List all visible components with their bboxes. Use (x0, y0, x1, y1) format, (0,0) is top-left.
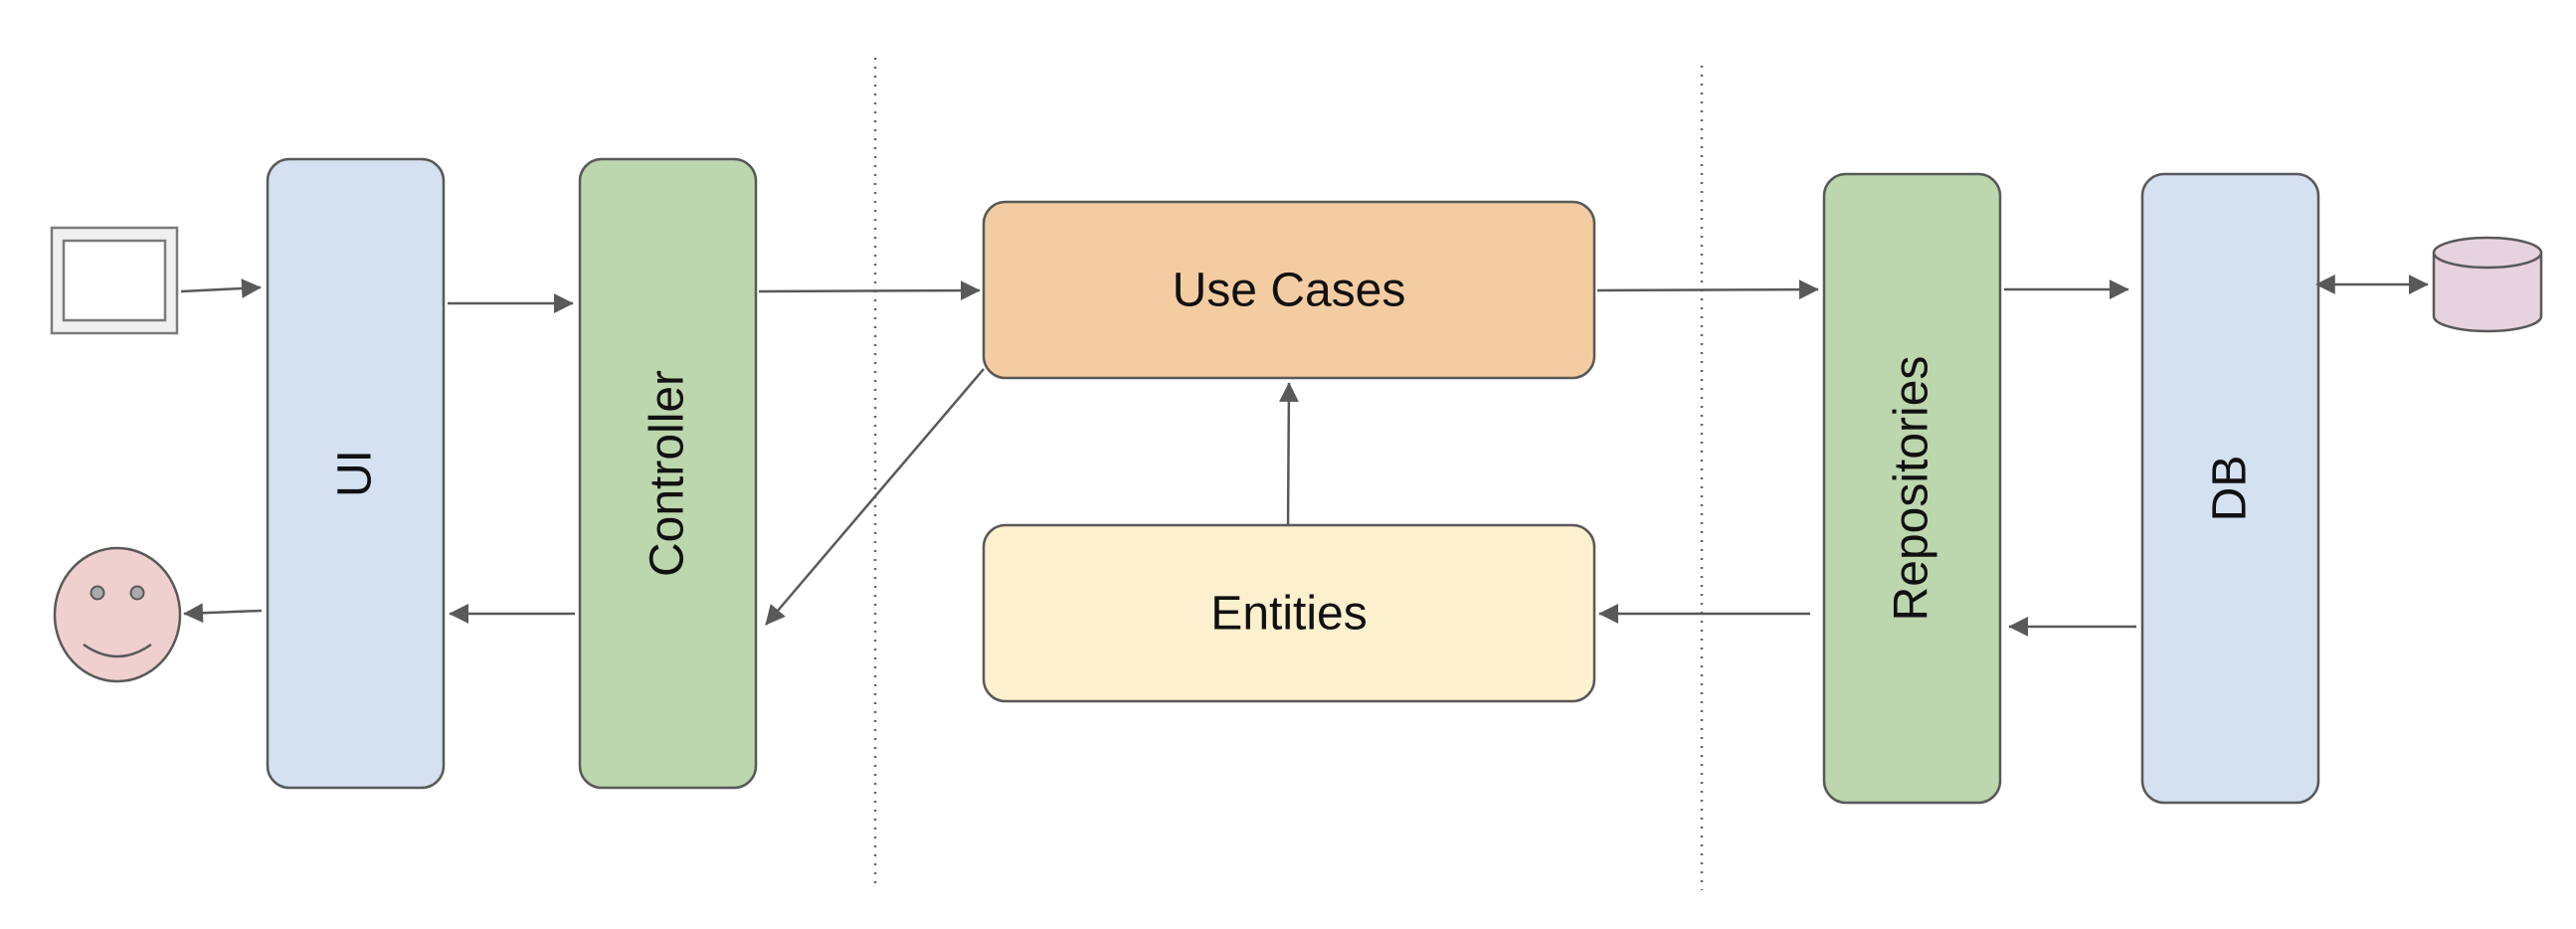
repositories-node: Repositories (1822, 172, 2002, 805)
db-node: DB (2140, 172, 2320, 805)
db-box (2140, 172, 2320, 805)
entities-label: Entities (1210, 588, 1367, 641)
repositories-box (1822, 172, 2002, 805)
use-cases-node: Use Cases (982, 200, 1596, 380)
ui-node: UI (266, 157, 446, 790)
edge-use-cases-to-controller (765, 368, 985, 626)
edges (180, 275, 2429, 637)
repositories-label: Repositories (1886, 356, 1938, 622)
edge-controller-to-use-cases (758, 280, 981, 301)
ui-box (266, 157, 446, 790)
use-cases-label: Use Cases (1173, 265, 1406, 317)
entities-node: Entities (982, 523, 1596, 703)
use-cases-box (982, 200, 1596, 380)
controller-node: Controller (578, 157, 758, 790)
edge-ui-to-user (183, 603, 263, 624)
ui-label: UI (329, 450, 382, 497)
edge-entities-to-use-cases (1279, 382, 1299, 526)
controller-label: Controller (642, 370, 694, 577)
edge-use-cases-to-repositories (1596, 279, 1819, 300)
edge-monitor-to-ui (180, 279, 262, 298)
controller-box (578, 157, 758, 790)
db-label: DB (2204, 456, 2257, 522)
database-cylinder-icon (2432, 236, 2543, 333)
monitor-icon (50, 226, 179, 335)
smiley-face-icon (53, 546, 182, 683)
